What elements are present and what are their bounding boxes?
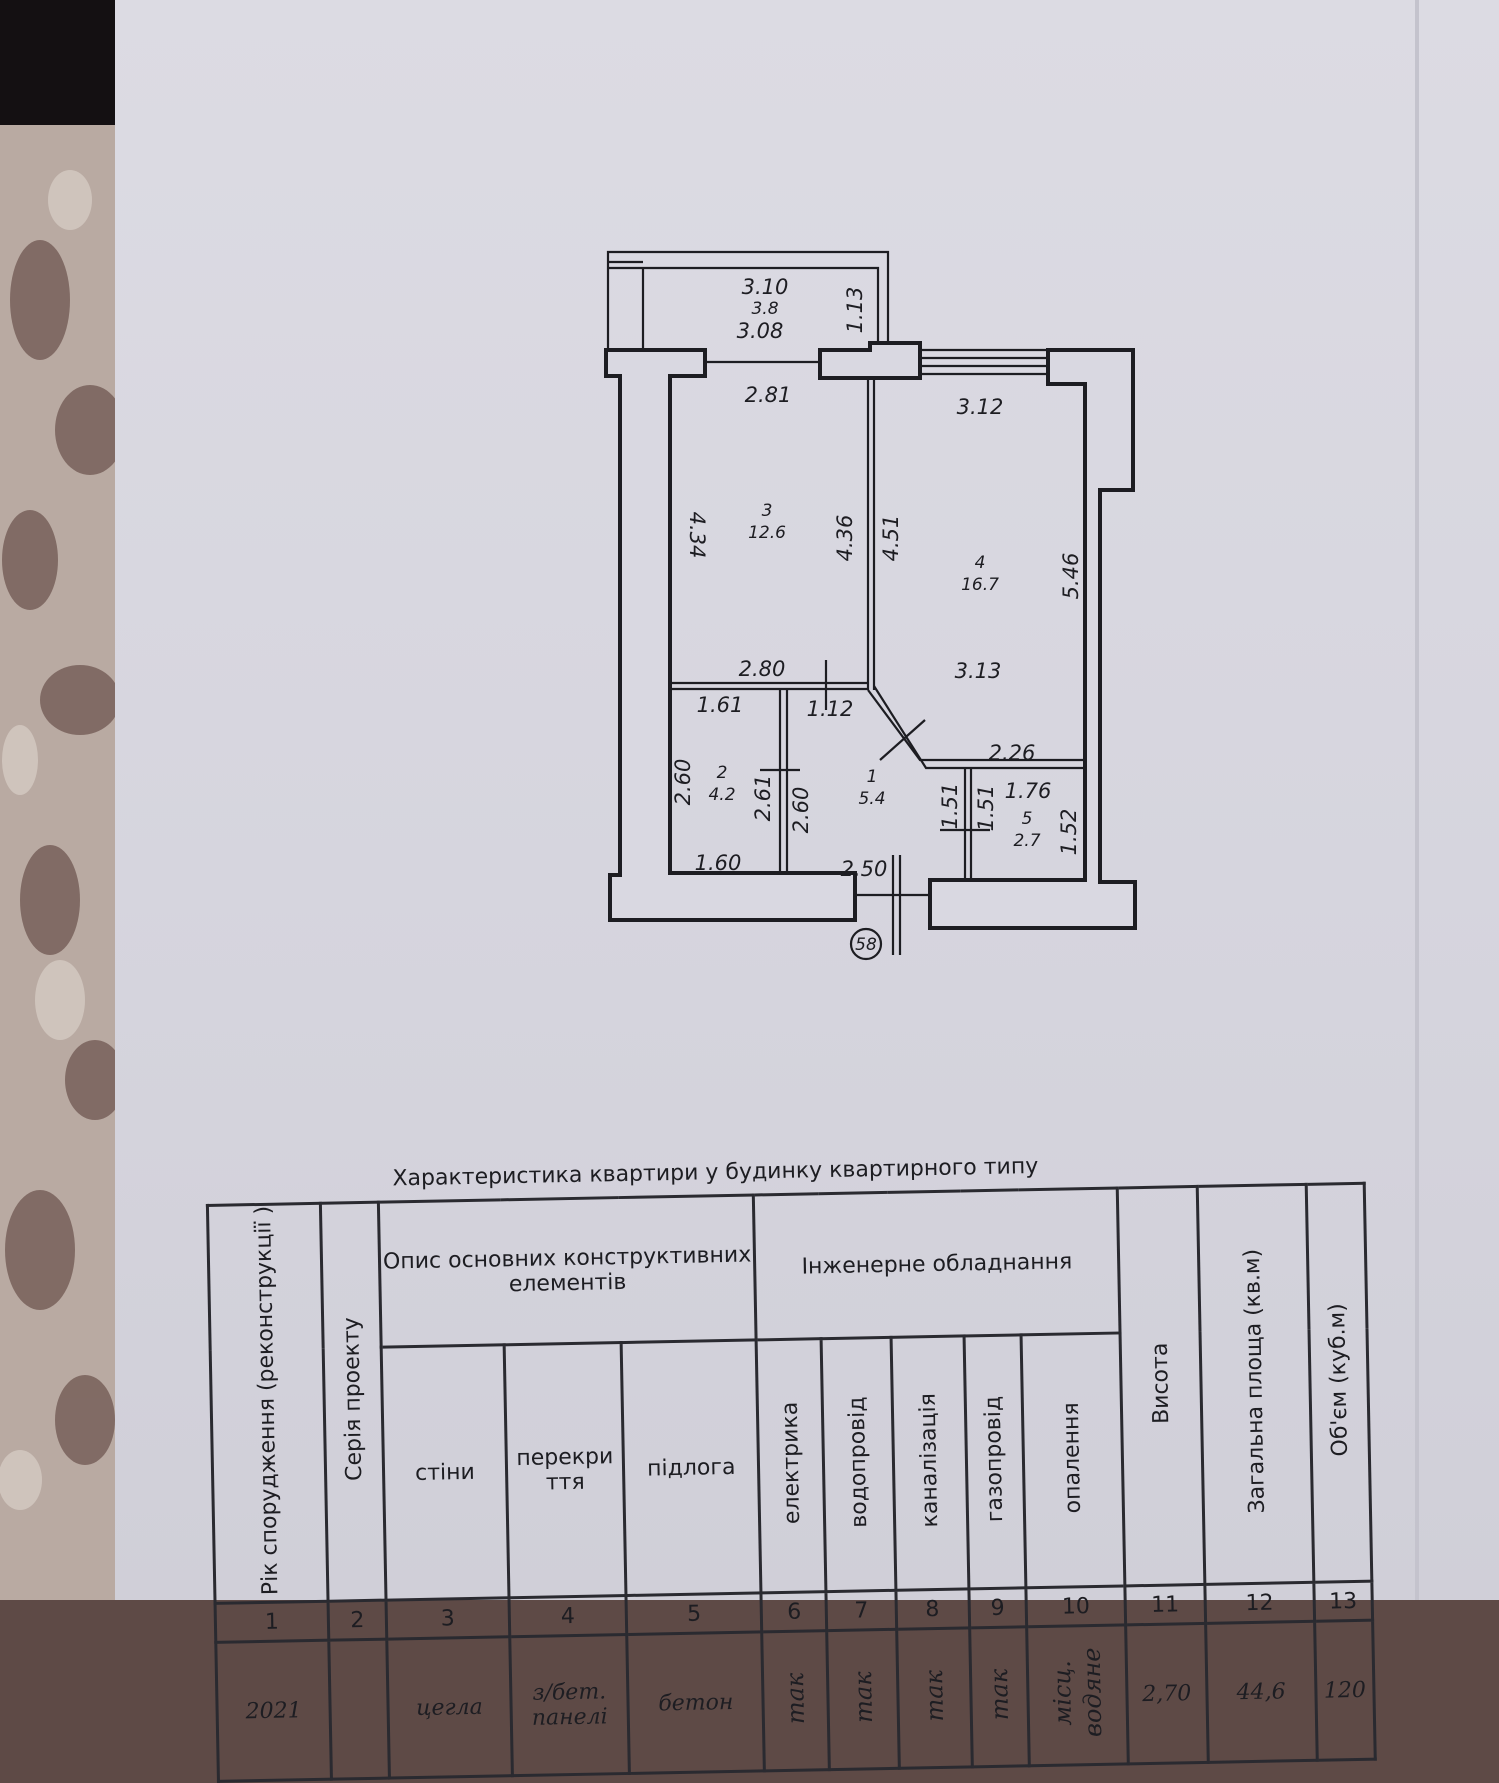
table-title: Характеристика квартири у будинку кварти…	[392, 1154, 1039, 1192]
value-volume: 120	[1314, 1620, 1376, 1761]
value-height: 2,70	[1125, 1623, 1208, 1765]
col-number: 10	[1025, 1586, 1126, 1628]
room1-width-bottom: 2.50	[841, 857, 888, 881]
header-floor: підлога	[621, 1340, 762, 1596]
header-total-area: Загальна площа (кв.м)	[1196, 1184, 1314, 1585]
header-walls: стіни	[381, 1344, 509, 1601]
room2-width-top: 1.61	[697, 693, 744, 717]
col-number: 12	[1204, 1582, 1315, 1624]
floor-plan: 58 3.10 3.8 3.08 1.13 2.81 4.34 4.36 3 1…	[604, 250, 1137, 961]
value-gas: так	[969, 1627, 1030, 1768]
col-number: 8	[895, 1589, 970, 1630]
room3-length-right: 4.36	[833, 515, 857, 562]
col-number: 3	[386, 1598, 510, 1640]
header-floor-slabs: перекри ття	[503, 1342, 627, 1599]
room1-width-top: 1.12	[807, 697, 854, 721]
room4-width-mid: 3.13	[955, 659, 1002, 683]
value-water: так	[827, 1629, 899, 1770]
room3-length-left: 4.34	[685, 512, 709, 559]
col-number: 2	[328, 1600, 387, 1641]
col-number: 4	[508, 1595, 628, 1638]
room4-length-left: 4.51	[879, 515, 903, 562]
room1-length-left: 2.60	[789, 787, 813, 834]
room5-width-top: 1.76	[1005, 779, 1052, 803]
page-fold-line	[1415, 0, 1419, 1600]
header-electricity: електрика	[756, 1338, 827, 1594]
room2-area: 4.2	[708, 785, 735, 805]
exterior-walls	[604, 341, 1137, 930]
room5-number: 5	[1022, 809, 1033, 829]
characteristics-section: Характеристика квартири у будинку кварти…	[205, 1136, 1376, 1782]
balcony-depth: 1.13	[843, 287, 867, 334]
value-total-area: 44,6	[1205, 1621, 1318, 1763]
room3-width-bottom: 2.80	[739, 657, 786, 681]
col-number: 1	[215, 1601, 329, 1643]
col-number: 7	[826, 1590, 897, 1631]
axis-marker-circle	[849, 927, 883, 961]
axis-marker-label: 58	[855, 935, 877, 955]
balcony-width-bottom: 3.08	[737, 319, 784, 343]
header-engineering: Інженерне обладнання	[753, 1187, 1121, 1341]
col-number: 9	[968, 1588, 1027, 1629]
room3-area: 12.6	[748, 523, 786, 543]
room5-length-right: 1.52	[1057, 809, 1081, 856]
balcony-width-top: 3.10	[742, 275, 789, 299]
room4-width-bottom: 2.26	[989, 741, 1036, 765]
room4-width-top: 3.12	[957, 395, 1004, 419]
value-electricity: так	[761, 1630, 830, 1772]
room1-length-right: 1.51	[938, 783, 962, 830]
header-year: Рік спорудження (реконструкції )	[207, 1203, 329, 1604]
col-number: 11	[1125, 1584, 1206, 1626]
interior-partitions	[670, 378, 1085, 955]
room1-area: 5.4	[858, 789, 885, 809]
room2-length-right: 2.61	[751, 775, 775, 822]
document-page	[115, 0, 1499, 1600]
col-number: 5	[626, 1593, 762, 1635]
room4-number: 4	[975, 553, 986, 573]
room3-width-top: 2.81	[745, 383, 792, 407]
header-structural-elements: Опис основних конструктивних елементів	[378, 1194, 757, 1348]
header-volume: Об'єм (куб.м)	[1306, 1183, 1372, 1583]
header-height: Висота	[1117, 1186, 1205, 1587]
value-year: 2021	[215, 1640, 332, 1782]
value-series	[328, 1639, 390, 1780]
room5-length-left: 1.51	[974, 785, 998, 832]
characteristics-table: Рік спорудження (реконструкції ) Серія п…	[206, 1182, 1377, 1783]
col-number: 13	[1313, 1581, 1373, 1622]
header-heating: опалення	[1021, 1333, 1126, 1589]
room2-width-bottom: 1.60	[695, 851, 742, 875]
balcony	[606, 250, 890, 350]
header-water: водопровід	[821, 1337, 896, 1592]
header-gas: газопровід	[963, 1335, 1026, 1590]
value-floor-slabs: з/бет. панелі	[509, 1634, 630, 1777]
room2-length-left: 2.60	[671, 759, 695, 806]
value-sewer: так	[896, 1628, 972, 1769]
value-walls: цегла	[386, 1637, 513, 1779]
room5-area: 2.7	[1013, 831, 1040, 851]
room4-length-right: 5.46	[1059, 553, 1083, 600]
room4-area: 16.7	[961, 575, 999, 595]
value-heating: місц. водяне	[1026, 1625, 1129, 1767]
balcony-area: 3.8	[751, 299, 778, 319]
header-series: Серія проекту	[320, 1202, 387, 1602]
col-number: 6	[761, 1591, 828, 1633]
header-sewer: каналізація	[890, 1336, 969, 1591]
value-floor: бетон	[627, 1632, 765, 1774]
room1-number: 1	[867, 767, 878, 787]
room2-number: 2	[717, 763, 728, 783]
room3-number: 3	[762, 501, 773, 521]
